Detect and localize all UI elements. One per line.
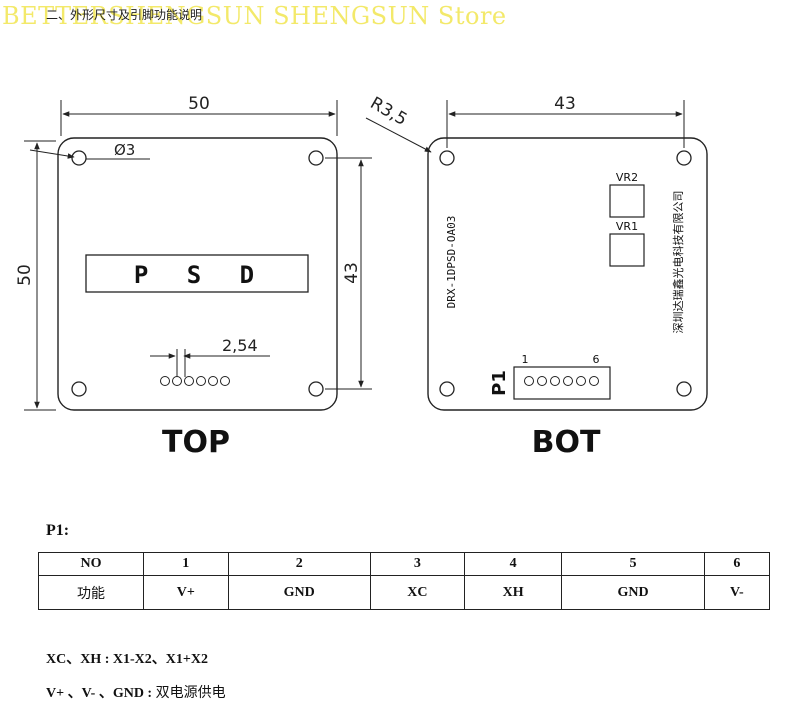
bot-pin-pad [550,376,560,386]
pin-number-cell: 1 [143,552,229,576]
bot-mount-hole-tl [439,150,455,166]
vr1-potentiometer [609,233,645,267]
top-mount-hole-bl [71,381,87,397]
note-power-key: V+ 、V- 、GND : [46,686,156,701]
pin-function-cell: V+ [143,575,229,610]
bot-pin-pad [589,376,599,386]
bot-pin-pad [563,376,573,386]
connector-label: P1 [489,370,510,396]
corner-radius-leader [365,117,432,153]
hole-diameter-leader-left [29,149,75,159]
manufacturer-name: 深圳达瑞鑫光电科技有限公司 [671,191,685,334]
section-title: 二、外形尺寸及引脚功能说明 [46,8,203,22]
bot-pin-pad [524,376,534,386]
pin-number-cell: 2 [227,552,371,576]
top-mount-hole-tl [71,150,87,166]
top-width-dimension: 50 [188,94,210,114]
vr2-potentiometer [609,184,645,218]
bot-view: 43 R3,5 DRX-1DPSD-OA03 深圳达瑞鑫光电科技有限公司 VR2… [365,93,708,460]
bot-mount-hole-bl [439,381,455,397]
table-row-label: 功能 [38,575,144,610]
note-power: V+ 、V- 、GND : 双电源供电 [46,682,226,702]
bot-view-label: BOT [532,425,601,460]
p1-connector [513,366,611,400]
bot-board-outline [427,137,708,411]
store-watermark: BETTERSHENGSUN SHENGSUN Store [2,2,507,30]
bot-mount-hole-br [676,381,692,397]
bot-mount-hole-tr [676,150,692,166]
connector-last-pin: 6 [593,353,600,366]
psd-display-label: P S D [134,261,266,289]
pin-number-cell: 6 [703,552,771,576]
table-row: 功能 V+ GND XC XH GND V- [38,575,771,610]
pin-function-cell: V- [703,575,771,610]
bot-pin-pad [576,376,586,386]
note-signal: XC、XH : X1-X2、X1+X2 [46,648,208,668]
pin-function-table: NO 1 2 3 4 5 6 功能 V+ GND XC XH GND V- [38,552,771,610]
top-view-label: TOP [162,425,230,460]
pin-pitch-dimension: 2,54 [222,336,258,355]
top-height-dimension: 50 [15,264,35,286]
top-board-outline [57,137,338,411]
note-signal-key: XC、XH : [46,652,113,667]
pin-number-cell: 5 [561,552,705,576]
top-pin-pad [196,376,206,386]
top-pin-pad [160,376,170,386]
top-pin-pads [160,376,230,386]
bot-pin-pad [537,376,547,386]
pin-function-cell: XC [369,575,465,610]
table-header-label: NO [38,552,144,576]
pin-number-cell: 3 [369,552,465,576]
pin-table-title: P1: [46,522,70,539]
psd-display [85,254,309,293]
top-mount-hole-tr [308,150,324,166]
pin-function-cell: GND [227,575,371,610]
note-signal-value: X1-X2、X1+X2 [112,652,208,667]
top-mount-hole-br [308,381,324,397]
table-row: NO 1 2 3 4 5 6 [38,552,771,576]
note-power-value: 双电源供电 [155,685,226,701]
hole-diameter-dimension: Ø3 [114,141,135,159]
top-view: 50 50 43 Ø3 P S D 2,54 [15,94,372,460]
bot-hole-spacing-dimension: 43 [554,94,576,114]
top-pin-pad [184,376,194,386]
pin-function-cell: XH [463,575,563,610]
corner-radius-dimension: R3,5 [367,93,411,130]
vr2-label: VR2 [616,171,638,184]
connector-first-pin: 1 [522,353,529,366]
model-number: DRX-1DPSD-OA03 [445,216,458,309]
vr1-label: VR1 [616,220,638,233]
bot-pin-pads [524,376,599,386]
top-pin-pad [208,376,218,386]
pin-number-cell: 4 [463,552,563,576]
top-pin-pad [220,376,230,386]
top-pin-pad [172,376,182,386]
top-hole-spacing-dimension: 43 [342,262,362,284]
pin-function-cell: GND [561,575,705,610]
